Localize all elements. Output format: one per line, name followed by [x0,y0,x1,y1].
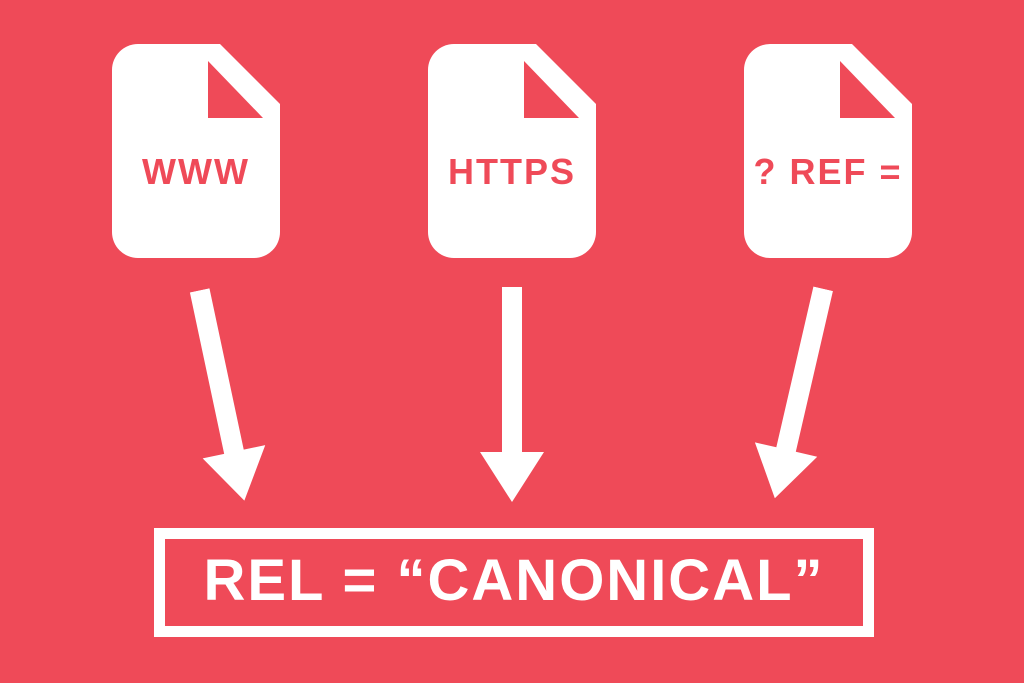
document-www-label: WWW [142,151,250,192]
document-ref: ? REF = [744,44,912,258]
arrow-down-icon [744,282,855,506]
document-https-label: HTTPS [447,151,576,192]
arrow-down-icon [480,287,544,502]
document-icon [112,44,280,258]
rel-canonical-box: REL = “CANONICAL” [154,528,874,637]
document-https: HTTPS [428,44,596,258]
arrow-down-icon [168,284,275,508]
document-ref-label: ? REF = [753,151,903,192]
document-icon [428,44,596,258]
document-www: WWW [112,44,280,258]
document-icon [744,44,912,258]
rel-canonical-label: REL = “CANONICAL” [203,547,825,613]
